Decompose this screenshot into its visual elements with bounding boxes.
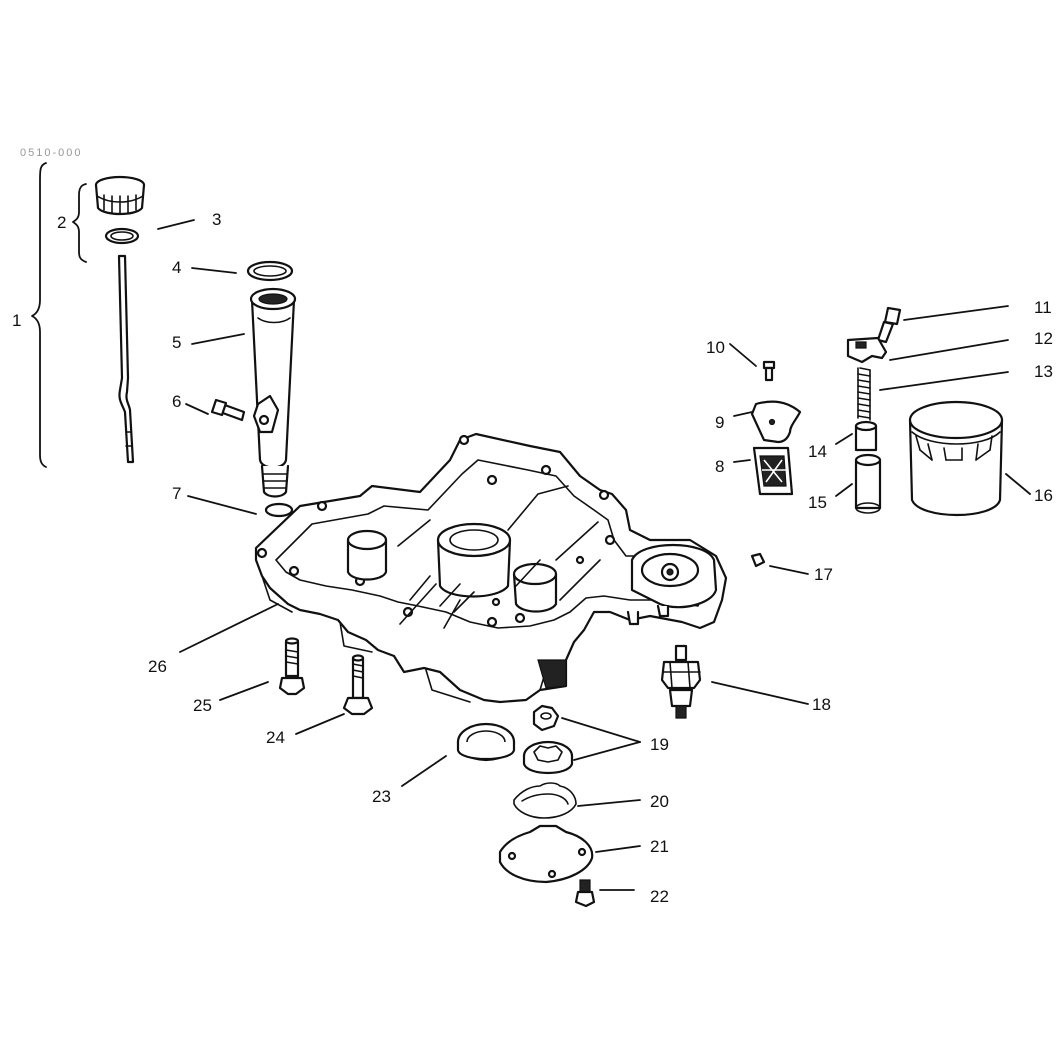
- filter-adapter-bolt: [762, 360, 776, 382]
- callout-19: 19: [650, 735, 669, 754]
- oil-pump-rotors: [522, 704, 574, 774]
- callout-11: 11: [1034, 298, 1052, 317]
- callout-1: 1: [12, 311, 21, 330]
- callout-18: 18: [812, 695, 831, 714]
- oil-fill-tube: [249, 287, 297, 498]
- baffle-plate: [750, 400, 802, 444]
- drain-plug: [750, 552, 766, 568]
- relief-valve-bolt: [876, 306, 902, 344]
- tube-bracket-screw: [210, 394, 280, 434]
- oil-pan: [254, 432, 728, 704]
- callout-13: 13: [1034, 362, 1053, 381]
- callout-21: 21: [650, 837, 669, 856]
- callout-17: 17: [814, 565, 833, 584]
- header-fragment: 0510-000: [20, 147, 83, 159]
- dipstick-cap: [94, 175, 146, 216]
- callout-8: 8: [715, 457, 724, 476]
- tube-o-ring: [246, 260, 294, 282]
- relief-valve-sleeve: [854, 453, 882, 514]
- leader-lines: [157, 219, 1031, 891]
- callout-16: 16: [1034, 486, 1053, 505]
- relief-valve-piston: [854, 420, 878, 452]
- pump-cover-gasket: [513, 782, 577, 819]
- callout-14: 14: [808, 442, 827, 461]
- filter-element-screen: [752, 446, 794, 496]
- callout-2: 2: [57, 213, 66, 232]
- brace-1: [31, 162, 47, 468]
- callout-4: 4: [172, 258, 181, 277]
- pump-cover-screw: [574, 879, 596, 908]
- callout-26: 26: [148, 657, 167, 676]
- oil-seal: [456, 722, 516, 762]
- relief-valve-spring: [857, 367, 871, 421]
- pan-bolt-short: [342, 654, 374, 716]
- pan-bolt-long: [278, 637, 306, 696]
- callout-6: 6: [172, 392, 181, 411]
- oil-pressure-sensor: [660, 644, 702, 719]
- callout-25: 25: [193, 696, 212, 715]
- dipstick: [117, 254, 135, 464]
- callout-24: 24: [266, 728, 285, 747]
- callout-10: 10: [706, 338, 725, 357]
- callout-7: 7: [172, 484, 181, 503]
- tube-lower-o-ring: [264, 502, 294, 518]
- relief-valve-bracket: [846, 336, 888, 364]
- callout-22: 22: [650, 887, 669, 906]
- callout-9: 9: [715, 413, 724, 432]
- brace-2: [72, 183, 87, 263]
- callout-23: 23: [372, 787, 391, 806]
- oil-filter: [908, 400, 1004, 516]
- callout-15: 15: [808, 493, 827, 512]
- callout-5: 5: [172, 333, 181, 352]
- callout-3: 3: [212, 210, 221, 229]
- pump-cover: [498, 824, 594, 884]
- callout-12: 12: [1034, 329, 1053, 348]
- callout-20: 20: [650, 792, 669, 811]
